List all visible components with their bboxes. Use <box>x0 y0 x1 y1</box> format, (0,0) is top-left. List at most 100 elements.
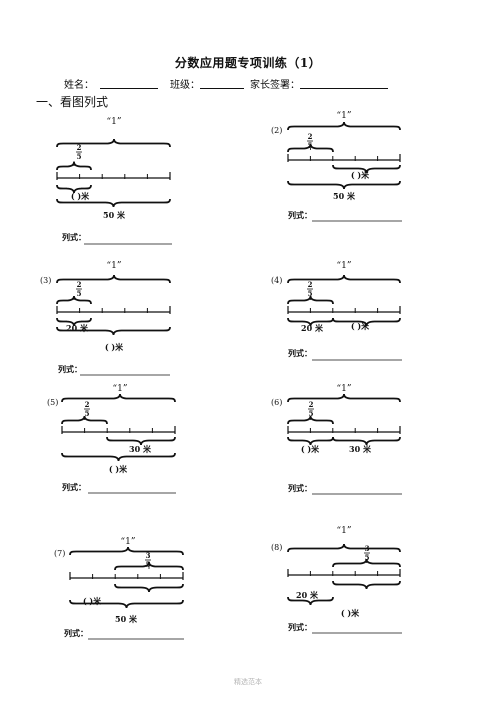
answer-label: 列式： <box>58 364 82 374</box>
whole-label: “1” <box>337 525 352 536</box>
class-blank[interactable] <box>200 88 244 89</box>
part-brace <box>332 580 401 590</box>
total-brace <box>56 198 171 208</box>
remainder-brace <box>332 436 401 446</box>
fraction-numerator: 2 <box>308 280 313 289</box>
whole-brace <box>56 274 171 284</box>
whole-label: “1” <box>113 383 128 394</box>
parent-signature-label: 家长签署： <box>250 80 300 91</box>
problem-number: (2) <box>271 126 282 135</box>
diagram-5: (5) “1” 25 30 米( )米列式： <box>47 383 176 494</box>
answer-label: 列式： <box>62 232 86 242</box>
fraction-brace <box>61 415 108 425</box>
name-label: 姓名： <box>64 80 94 91</box>
segment-label-a: 20 米 <box>296 590 319 600</box>
fraction-numerator: 2 <box>77 280 82 289</box>
segment-label-b: 50 米 <box>103 210 126 220</box>
whole-brace <box>287 274 401 284</box>
segment-label-b: 30 米 <box>349 444 372 454</box>
part-brace <box>287 436 334 446</box>
section-title: 一、看图列式 <box>36 95 109 109</box>
problem-number: (8) <box>271 543 282 552</box>
fraction-brace <box>56 295 92 305</box>
segment-label-b: ( )米 <box>105 342 124 352</box>
fraction-denominator: 5 <box>85 409 90 418</box>
diagram-4: (4) “1” 25 20 米 ( )米列式： <box>271 260 402 361</box>
class-label: 班级： <box>170 80 200 91</box>
fraction-denominator: 5 <box>308 289 313 298</box>
remainder-brace <box>287 596 334 606</box>
fraction-denominator: 5 <box>365 553 370 562</box>
segment-label-b: ( )米 <box>341 608 360 618</box>
segment-label-b: 50 米 <box>333 191 356 201</box>
whole-brace <box>69 546 184 556</box>
diagram-6: (6) “1” 25 ( )米 30 米列式： <box>271 383 402 495</box>
fraction-numerator: 3 <box>365 544 370 553</box>
fraction-brace <box>287 415 334 425</box>
fraction-brace <box>287 295 334 305</box>
whole-brace <box>287 393 401 403</box>
segment-label-b: ( )米 <box>351 321 370 331</box>
remainder-brace <box>332 317 401 327</box>
answer-label: 列式： <box>288 622 312 632</box>
whole-brace <box>287 543 401 553</box>
answer-label: 列式： <box>288 483 312 493</box>
remainder-brace <box>332 164 401 174</box>
part-brace <box>56 317 92 327</box>
total-brace <box>69 599 184 609</box>
parent-signature-blank[interactable] <box>300 88 388 89</box>
segment-label-b: ( )米 <box>109 464 128 474</box>
problem-number: (7) <box>54 549 65 558</box>
fraction-numerator: 2 <box>308 132 313 141</box>
problem-number: (6) <box>271 398 282 407</box>
diagram-2: (2)“1”25( )米50 米列式： <box>271 110 402 222</box>
answer-label: 列式： <box>288 210 312 220</box>
whole-brace <box>287 121 401 131</box>
diagram-7: (7)“1”35( )米50 米列式： <box>54 536 184 640</box>
segment-label-a: ( )米 <box>83 596 102 606</box>
answer-label: 列式： <box>62 482 86 492</box>
total-brace <box>287 180 401 190</box>
fraction-denominator: 5 <box>309 409 314 418</box>
fraction-denominator: 5 <box>77 289 82 298</box>
whole-label: “1” <box>107 116 122 127</box>
part-brace <box>287 317 334 327</box>
whole-label: “1” <box>121 536 136 547</box>
segment-label-a: ( )米 <box>71 191 90 201</box>
diagram-1: “1” 25 ( )米 50 米列式： <box>56 116 172 245</box>
segment-label-a: ( )米 <box>351 170 370 180</box>
fraction-brace <box>287 143 334 153</box>
diagram-8: (8) “1” 35 20 米 ( )米列式： <box>271 525 402 634</box>
problem-number: (4) <box>271 276 282 285</box>
segment-label-a: 20 米 <box>301 323 324 333</box>
fraction-numerator: 2 <box>309 400 314 409</box>
segment-label-b: 50 米 <box>115 614 138 624</box>
fraction-denominator: 5 <box>77 152 82 161</box>
fraction-brace <box>114 561 184 571</box>
problem-number: (3) <box>40 276 51 285</box>
answer-label: 列式： <box>64 628 88 638</box>
segment-label-a: 20 米 <box>66 323 89 333</box>
worksheet-title: 分数应用题专项训练（1） <box>174 56 322 70</box>
part-brace <box>114 583 184 593</box>
fraction-numerator: 3 <box>146 551 151 560</box>
fraction-numerator: 2 <box>77 143 82 152</box>
total-brace <box>56 326 171 336</box>
name-blank[interactable] <box>100 88 158 89</box>
whole-label: “1” <box>107 260 122 271</box>
segment-label-a: ( )米 <box>301 444 320 454</box>
part-brace <box>56 184 92 194</box>
diagram-3: (3) “1” 25 20 米 ( )米列式： <box>40 260 171 376</box>
segment-label-a: 30 米 <box>129 444 152 454</box>
whole-label: “1” <box>337 383 352 394</box>
page-footer: 精选范本 <box>234 678 262 686</box>
whole-label: “1” <box>337 110 352 121</box>
fraction-numerator: 2 <box>85 400 90 409</box>
problem-number: (5) <box>47 398 58 407</box>
whole-label: “1” <box>337 260 352 271</box>
remainder-brace <box>106 436 176 446</box>
total-brace <box>61 452 176 462</box>
fraction-brace <box>332 558 401 568</box>
answer-label: 列式： <box>288 348 312 358</box>
